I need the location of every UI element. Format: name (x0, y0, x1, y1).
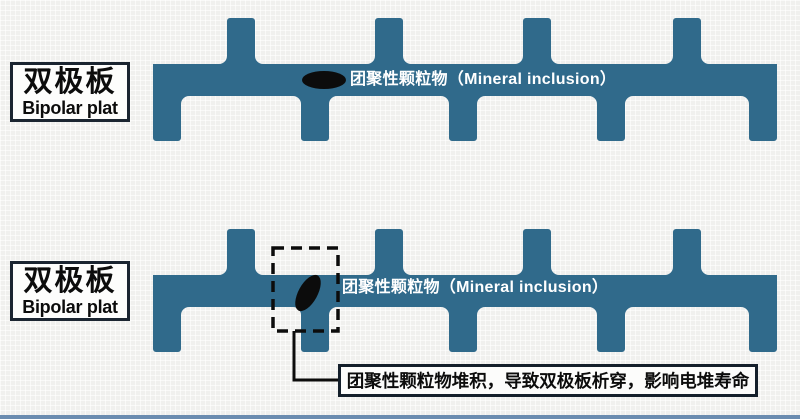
highlight-overlay (271, 246, 340, 382)
bipolar-plate-shape (153, 18, 777, 141)
bipolar-plate-bottom (153, 229, 777, 352)
callout-text: 团聚性颗粒物堆积，导致双极板析穿，影响电堆寿命 (346, 371, 750, 391)
inclusion-blob-tilted (295, 274, 321, 312)
plate-label-cn: 双极板 (23, 65, 117, 98)
callout-box: 团聚性颗粒物堆积，导致双极板析穿，影响电堆寿命 (338, 364, 758, 397)
bottom-accent-bar (0, 415, 800, 419)
inclusion-annotation-bottom: 团聚性颗粒物（Mineral inclusion） (342, 279, 609, 296)
bipolar-plate-shape (153, 229, 777, 352)
plate-label-box-bottom: 双极板 Bipolar plat (10, 261, 130, 321)
inclusion-blob (302, 71, 346, 89)
callout-connector-line (292, 331, 340, 382)
plate-label-cn: 双极板 (23, 264, 117, 297)
plate-label-box-top: 双极板 Bipolar plat (10, 62, 130, 122)
bipolar-plate-top (153, 18, 777, 141)
plate-label-en: Bipolar plat (22, 97, 118, 118)
inclusion-annotation-top: 团聚性颗粒物（Mineral inclusion） (350, 71, 617, 88)
plate-label-en: Bipolar plat (22, 296, 118, 317)
highlight-dashed-box (271, 246, 340, 333)
